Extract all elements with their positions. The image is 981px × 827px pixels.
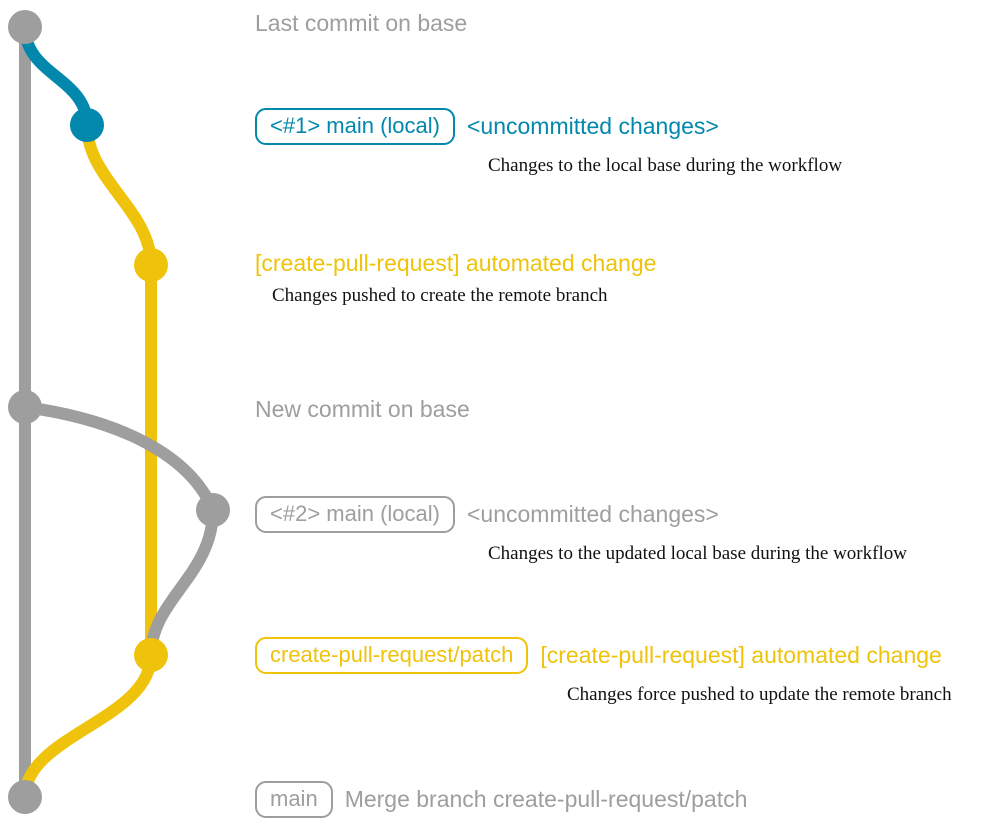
commit-headline: main Merge branch create-pull-request/pa… (255, 781, 747, 818)
node-local-1[interactable] (70, 108, 104, 142)
commit-headline: Last commit on base (255, 12, 467, 35)
commit-title: Merge branch create-pull-request/patch (344, 786, 748, 812)
commit-row-new-commit-on-base: New commit on base (255, 398, 470, 421)
commit-headline: <#2> main (local) <uncommitted changes> (255, 496, 907, 533)
commit-row-last-commit-on-base: Last commit on base (255, 12, 467, 35)
commit-headline: create-pull-request/patch [create-pull-r… (255, 637, 952, 674)
commit-subtitle: Changes to the local base during the wor… (488, 155, 843, 176)
commit-subtitle: Changes to the updated local base during… (488, 543, 907, 564)
commit-row-commit-1-local: <#1> main (local) <uncommitted changes> … (255, 108, 842, 175)
node-merge[interactable] (8, 780, 42, 814)
node-local-2[interactable] (196, 493, 230, 527)
branch-badge-create-pull-request-patch[interactable]: create-pull-request/patch (255, 637, 529, 674)
commit-subtitle: Changes pushed to create the remote bran… (272, 285, 608, 306)
side-to-patch-line (145, 504, 219, 661)
commit-row-automated-change-1: [create-pull-request] automated change C… (255, 252, 656, 306)
branch-badge-main-local-2[interactable]: <#2> main (local) (255, 496, 455, 533)
commit-row-automated-change-2: create-pull-request/patch [create-pull-r… (255, 637, 952, 704)
commit-title: <uncommitted changes> (466, 501, 719, 527)
branch-badge-main-local-1[interactable]: <#1> main (local) (255, 108, 455, 145)
commit-row-merge-commit: main Merge branch create-pull-request/pa… (255, 781, 747, 818)
commit-row-commit-2-local: <#2> main (local) <uncommitted changes> … (255, 496, 907, 563)
commit-title: [create-pull-request] automated change (540, 642, 942, 668)
patch-to-merge-line (19, 649, 157, 803)
commit-title: New commit on base (255, 396, 470, 422)
commit-headline: <#1> main (local) <uncommitted changes> (255, 108, 842, 145)
commit-title: Last commit on base (255, 10, 468, 36)
base-to-side-line (19, 401, 219, 516)
node-base-new[interactable] (8, 390, 42, 424)
branch-badge-main[interactable]: main (255, 781, 333, 818)
node-base-top[interactable] (8, 10, 42, 44)
commit-headline: [create-pull-request] automated change (255, 252, 656, 275)
commit-title: <uncommitted changes> (466, 113, 719, 139)
node-patch-2[interactable] (134, 638, 168, 672)
commit-subtitle: Changes force pushed to update the remot… (567, 684, 952, 705)
commit-title: [create-pull-request] automated change (255, 250, 657, 276)
commit-headline: New commit on base (255, 398, 470, 421)
node-patch-1[interactable] (134, 248, 168, 282)
